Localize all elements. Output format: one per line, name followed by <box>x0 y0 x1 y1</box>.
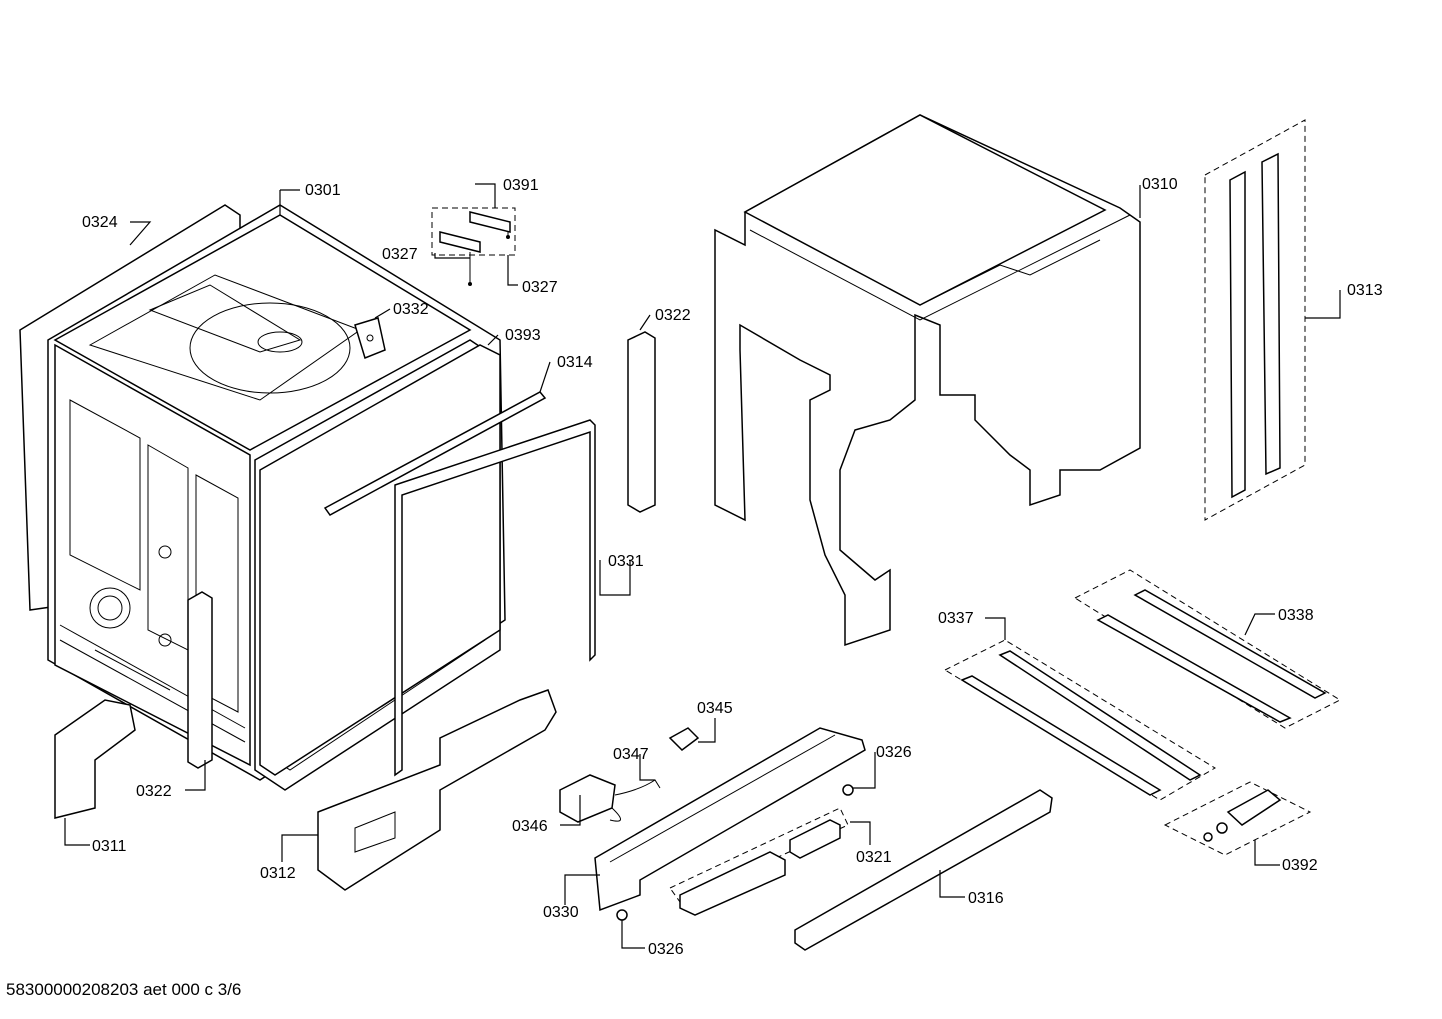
callout-0321: 0321 <box>856 849 892 866</box>
door-seal <box>394 419 596 777</box>
callout-0393: 0393 <box>505 327 541 344</box>
callout-0327-right: 0327 <box>522 279 558 296</box>
clip-0345 <box>668 727 700 751</box>
callout-0326-bottom: 0326 <box>648 941 684 958</box>
front-insulation-panel <box>317 689 557 891</box>
callout-0324: 0324 <box>82 214 118 231</box>
callout-0326-top: 0326 <box>876 744 912 761</box>
hinge-plate-group <box>431 207 516 286</box>
rail-set-0337 <box>943 639 1216 801</box>
callout-0327-left: 0327 <box>382 246 418 263</box>
outer-insulation-cover <box>714 114 1141 647</box>
tub-assembly <box>19 204 506 791</box>
hinge-bracket <box>354 317 386 360</box>
callout-0310: 0310 <box>1142 176 1178 193</box>
small-parts-0392 <box>1163 781 1312 856</box>
callout-0337: 0337 <box>938 610 974 627</box>
rail-set-0338 <box>1073 569 1342 729</box>
callout-0316: 0316 <box>968 890 1004 907</box>
callout-0301: 0301 <box>305 182 341 199</box>
drain-pump <box>559 774 661 823</box>
screws-0326 <box>616 784 854 921</box>
callout-0313: 0313 <box>1347 282 1383 299</box>
callout-0391: 0391 <box>503 177 539 194</box>
callout-0330: 0330 <box>543 904 579 921</box>
callout-0346: 0346 <box>512 818 548 835</box>
callout-0347: 0347 <box>613 746 649 763</box>
callout-0322-left: 0322 <box>136 783 172 800</box>
side-trim-pair <box>1204 119 1306 521</box>
document-code: 58300000208203 aet 000 c 3/6 <box>6 980 242 999</box>
callout-labels: 0301 0324 0391 0327 0327 0332 0393 0314 … <box>82 176 1383 958</box>
callout-0345: 0345 <box>697 700 733 717</box>
insulation-block-right <box>627 331 656 513</box>
callout-0311: 0311 <box>92 838 127 855</box>
callout-0392: 0392 <box>1282 857 1318 874</box>
base-frame <box>594 727 866 912</box>
top-seal-strip <box>323 391 547 516</box>
callout-0312: 0312 <box>260 865 296 882</box>
insulation-blocks-0321 <box>669 807 849 916</box>
callout-0322-right: 0322 <box>655 307 691 324</box>
insulation-block-bottom <box>54 699 136 819</box>
insulation-block-left <box>187 591 213 769</box>
leader-lines <box>64 183 1341 949</box>
callout-0314: 0314 <box>557 354 593 371</box>
toe-kick-strip <box>794 789 1053 951</box>
callout-0331: 0331 <box>608 553 644 570</box>
callout-0332: 0332 <box>393 301 429 318</box>
callout-0338: 0338 <box>1278 607 1314 624</box>
